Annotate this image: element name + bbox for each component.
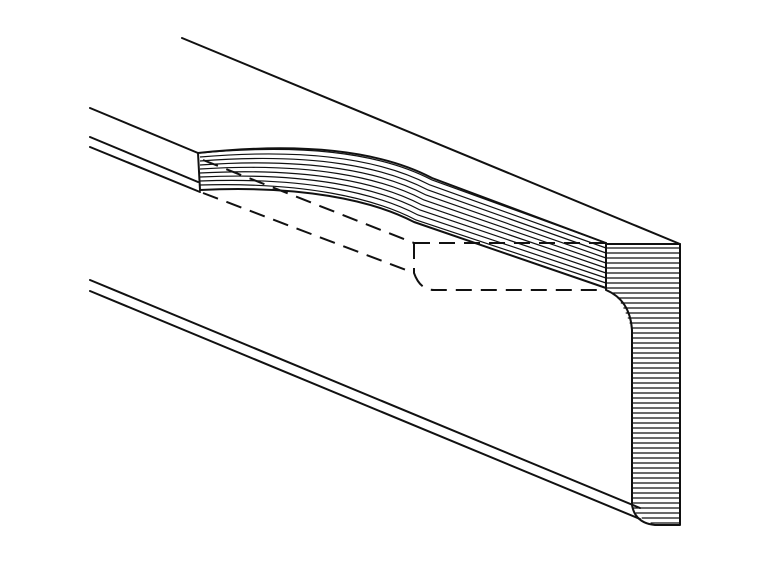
web-lower-edge	[89, 290, 641, 520]
top-flange-back-edge	[181, 37, 681, 245]
top-flange-mid-edge	[89, 107, 199, 154]
laminate-left-end	[197, 152, 201, 191]
hidden-edges	[202, 159, 606, 291]
laminate-outline-bottom	[199, 188, 607, 289]
top-flange-edges	[89, 37, 681, 245]
end-face-section	[606, 247, 680, 524]
hidden-edge-lower-horizontal	[413, 272, 606, 291]
top-flange-front-edge-upper	[89, 136, 199, 183]
laminated-layers	[197, 147, 607, 289]
web-upper-edge	[89, 279, 641, 509]
hidden-edge-upper-diagonal	[202, 159, 415, 244]
hidden-edge-lower-diagonal	[202, 192, 415, 274]
laminate-outline-top	[197, 147, 607, 244]
top-flange-front-edge-lower	[89, 146, 201, 193]
web-edges	[89, 279, 641, 520]
